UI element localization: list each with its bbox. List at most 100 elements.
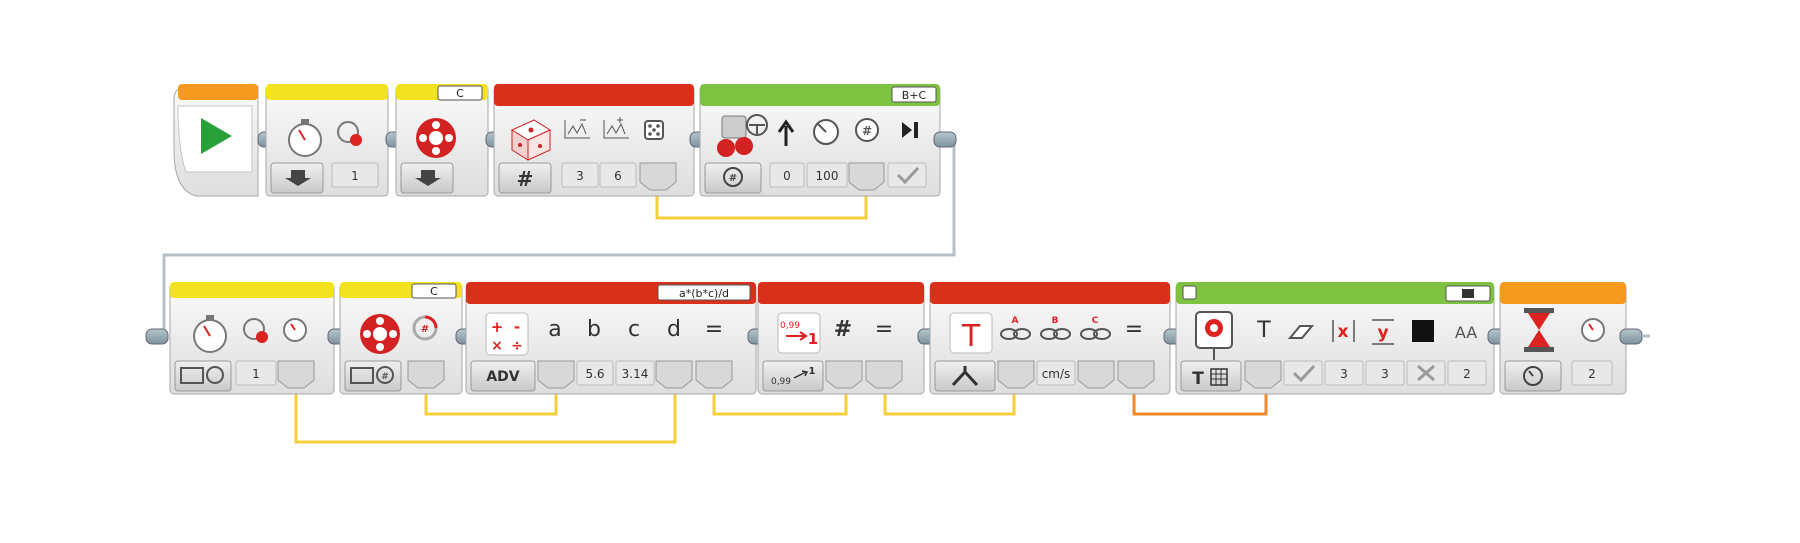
move-steering-block[interactable]: B+C # # 0 100 [699,84,941,197]
input-a-label: A [1012,316,1019,326]
mode-selector[interactable] [470,360,536,392]
math-advanced-block[interactable]: a*(b*c)/d + - × ÷ a b c d = ADV 5.6 3.14 [465,282,757,395]
link-icon [1000,328,1111,340]
input-b-field[interactable] [576,360,614,386]
stopwatch-icon [1581,318,1605,342]
random-block[interactable]: # 3 6 [493,84,695,197]
font-value: 2 [1463,367,1471,381]
brake-toggle[interactable] [887,162,927,188]
y-input[interactable] [1365,360,1405,386]
input-b-label: b [587,317,601,342]
power-input[interactable] [806,162,848,188]
sequence-plug[interactable] [933,131,957,148]
mode-selector[interactable] [704,162,762,194]
text-input-icon: T [1256,318,1271,343]
time-output-plug[interactable] [277,360,315,389]
text-block[interactable]: T A B C = cm/s [929,282,1171,395]
svg-text:1: 1 [808,330,818,348]
input-b-value: 5.6 [585,367,604,381]
input-c-field[interactable] [615,360,655,386]
lock-icon [1462,289,1474,298]
x-value: 3 [1340,367,1348,381]
start-header [178,84,258,100]
svg-text:#: # [421,324,429,335]
measure-time-icon [180,366,224,384]
port-label: B+C [902,89,927,102]
result-label: = [705,317,723,342]
port-selector[interactable] [437,85,483,101]
timer-wait-block[interactable]: 1 [169,282,335,395]
text-input-plug[interactable] [1244,360,1282,389]
brick-display-icon [1182,285,1197,300]
x-input[interactable] [1324,360,1364,386]
equation-field[interactable] [657,284,751,301]
play-icon[interactable] [201,118,232,154]
stopwatch-icon [193,315,227,353]
input-d-plug[interactable] [655,360,693,389]
seconds-input[interactable] [1571,360,1613,386]
timer-id-input[interactable] [235,360,277,386]
svg-text:+: + [491,318,504,336]
round-mode-icon: 0,99 1 [771,366,816,387]
svg-text:#: # [862,124,872,138]
input-b-field[interactable] [1036,360,1076,386]
upper-bound-icon [603,117,629,139]
display-block[interactable]: T x y AA T 3 3 2 [1175,282,1495,395]
brake-icon [902,122,918,138]
lower-bound-icon [564,119,590,139]
result-label: = [1125,317,1143,342]
svg-text:#: # [729,173,737,184]
rotations-input-plug[interactable] [848,162,885,191]
sequence-plug[interactable] [1619,328,1643,345]
steering-value: 0 [783,169,791,183]
round-icon: 0,99 1 [777,312,821,354]
font-size-icon: AA [1455,323,1477,342]
rotations-output-plug[interactable] [407,360,445,389]
svg-text:0,99: 0,99 [780,321,800,331]
upper-bound-input[interactable] [599,162,637,188]
random-output-plug[interactable] [639,162,677,191]
wait-header [1500,282,1626,304]
mode-label: ADV [486,369,519,385]
input-b-value: cm/s [1042,367,1071,381]
mode-selector[interactable] [498,162,552,194]
sequence-plug[interactable] [145,328,169,345]
input-a-plug[interactable] [537,360,575,389]
input-plug[interactable] [825,360,863,389]
round-header [758,282,924,304]
port-selector[interactable] [891,86,937,103]
timer-reset-block[interactable]: 1 [265,84,389,197]
display-icon [1195,311,1233,360]
input-c-plug[interactable] [1077,360,1115,389]
x-coordinate-icon: x [1332,320,1355,342]
steering-input[interactable] [769,162,805,188]
input-c-label: C [1092,316,1099,326]
wait-time-block[interactable]: 2 [1499,282,1627,395]
mode-selector[interactable] [934,360,996,392]
equation-text: a*(b*c)/d [679,287,729,300]
result-output-plug[interactable] [1117,360,1155,389]
motor-icon [416,118,456,158]
timer-id-input[interactable] [331,162,379,188]
lower-bound-input[interactable] [561,162,599,188]
text-icon: T [949,312,993,354]
start-block[interactable] [173,84,259,197]
eraser-icon [1287,325,1315,339]
result-output-plug[interactable] [865,360,903,389]
round-block[interactable]: 0,99 1 # = 0,99 1 [757,282,925,395]
numeric-mode-icon: # [517,167,534,191]
input-a-plug[interactable] [997,360,1035,389]
motor-rotation-block[interactable]: C # # [339,282,463,395]
svg-text:T: T [1192,369,1204,389]
rotation-mode-icon: # [723,167,743,187]
port-selector[interactable] [411,283,457,299]
motor-reset-block[interactable]: C [395,84,489,197]
font-input[interactable] [1447,360,1487,386]
mode-selector[interactable] [762,360,824,392]
calculator-icon: + - × ÷ [485,312,529,356]
result-output-plug[interactable] [695,360,733,389]
svg-text:0,99: 0,99 [771,377,791,387]
clear-screen-toggle[interactable] [1283,360,1323,386]
hourglass-icon [1524,308,1554,352]
timer-id-icon [337,121,362,146]
